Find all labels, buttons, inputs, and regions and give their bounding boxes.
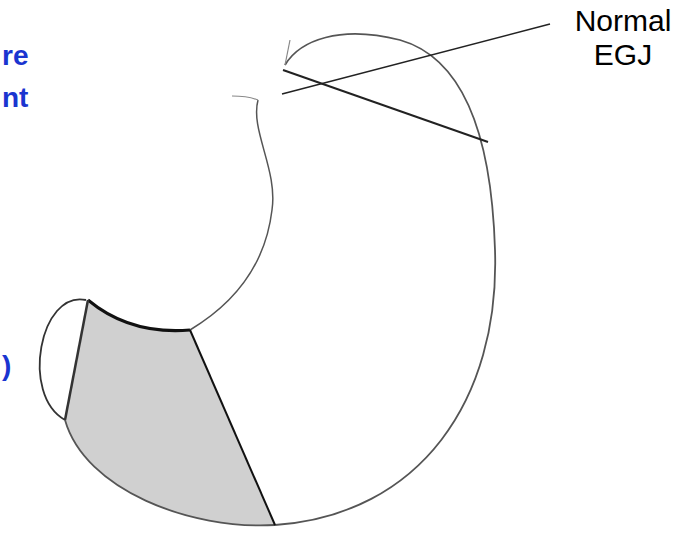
pylorus-line [65, 300, 88, 420]
duodenum-outline [40, 299, 86, 420]
antrum-boundary [190, 330, 275, 525]
leader-line [282, 24, 550, 94]
esophagus-wall [232, 96, 258, 100]
callout-label: Normal EGJ [558, 4, 688, 72]
shaded-antrum [65, 300, 275, 525]
cropped-text: re [2, 40, 28, 72]
lesser-curvature-distal [88, 300, 190, 331]
cropped-text: nt [2, 82, 28, 114]
lesser-curvature [190, 100, 273, 330]
esophagus-wall [285, 40, 290, 65]
cropped-text: ) [2, 350, 11, 382]
greater-curvature [65, 34, 495, 525]
egj-line [283, 70, 488, 142]
